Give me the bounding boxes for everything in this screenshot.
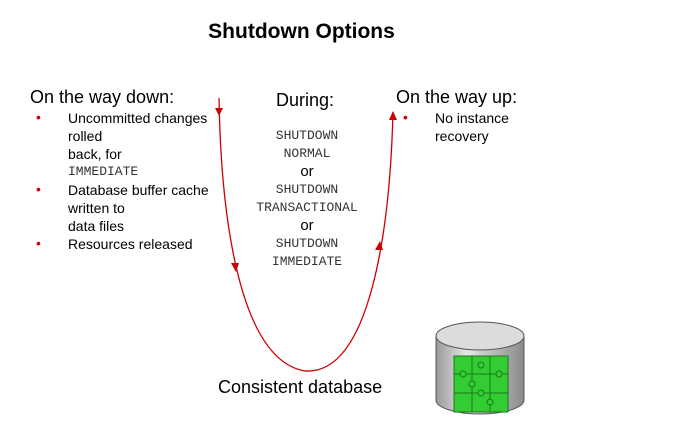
list-item: • Resources released xyxy=(36,235,238,253)
list-item-line: written to xyxy=(68,200,125,216)
shutdown-normal-line1: SHUTDOWN xyxy=(275,128,339,143)
list-item-line: recovery xyxy=(435,128,489,144)
way-up-heading: On the way up: xyxy=(396,87,518,107)
list-item-line: Database buffer cache xyxy=(68,182,209,198)
bullet-icon: • xyxy=(403,109,408,125)
during-heading: During: xyxy=(276,90,335,110)
list-item-line: rolled xyxy=(68,128,103,144)
shutdown-transactional-line2: TRANSACTIONAL xyxy=(256,200,358,215)
way-up-list: • No instance recovery xyxy=(403,109,545,145)
list-item: • No instance recovery xyxy=(403,109,545,145)
or-separator: or xyxy=(300,217,314,234)
way-down-list: • Uncommitted changes rolled back, for I… xyxy=(36,109,238,253)
list-item-line: data files xyxy=(68,218,125,234)
list-item-line: back, for xyxy=(68,146,122,162)
shutdown-modes: SHUTDOWN NORMAL or SHUTDOWN TRANSACTIONA… xyxy=(232,127,382,271)
database-cylinder-icon xyxy=(435,321,525,415)
arrow-down-top-icon xyxy=(215,108,223,116)
bullet-icon: • xyxy=(36,109,41,125)
arrow-up-top-icon xyxy=(389,111,397,120)
or-separator: or xyxy=(300,163,314,180)
list-item-line: Resources released xyxy=(68,236,193,252)
arrow-down-mid-icon xyxy=(231,263,239,272)
puzzle-lines xyxy=(454,356,508,412)
consistent-database-label: Consistent database xyxy=(218,377,383,397)
list-item-line: No instance xyxy=(435,110,509,126)
shutdown-immediate-line1: SHUTDOWN xyxy=(275,236,339,251)
arrow-up-mid-icon xyxy=(375,241,383,250)
list-item-mono: IMMEDIATE xyxy=(68,164,139,179)
way-down-heading: On the way down: xyxy=(30,87,175,107)
shutdown-immediate-line2: IMMEDIATE xyxy=(271,254,343,269)
list-item: • Database buffer cache written to data … xyxy=(36,181,238,235)
curve-path xyxy=(218,97,394,372)
list-item-line: Uncommitted changes xyxy=(68,110,208,126)
shutdown-transactional-line1: SHUTDOWN xyxy=(275,182,339,197)
bullet-icon: • xyxy=(36,181,41,197)
bullet-icon: • xyxy=(36,235,41,251)
shutdown-normal-line2: NORMAL xyxy=(283,146,331,161)
list-item: • Uncommitted changes rolled back, for I… xyxy=(36,109,238,181)
page-title: Shutdown Options xyxy=(208,20,395,43)
